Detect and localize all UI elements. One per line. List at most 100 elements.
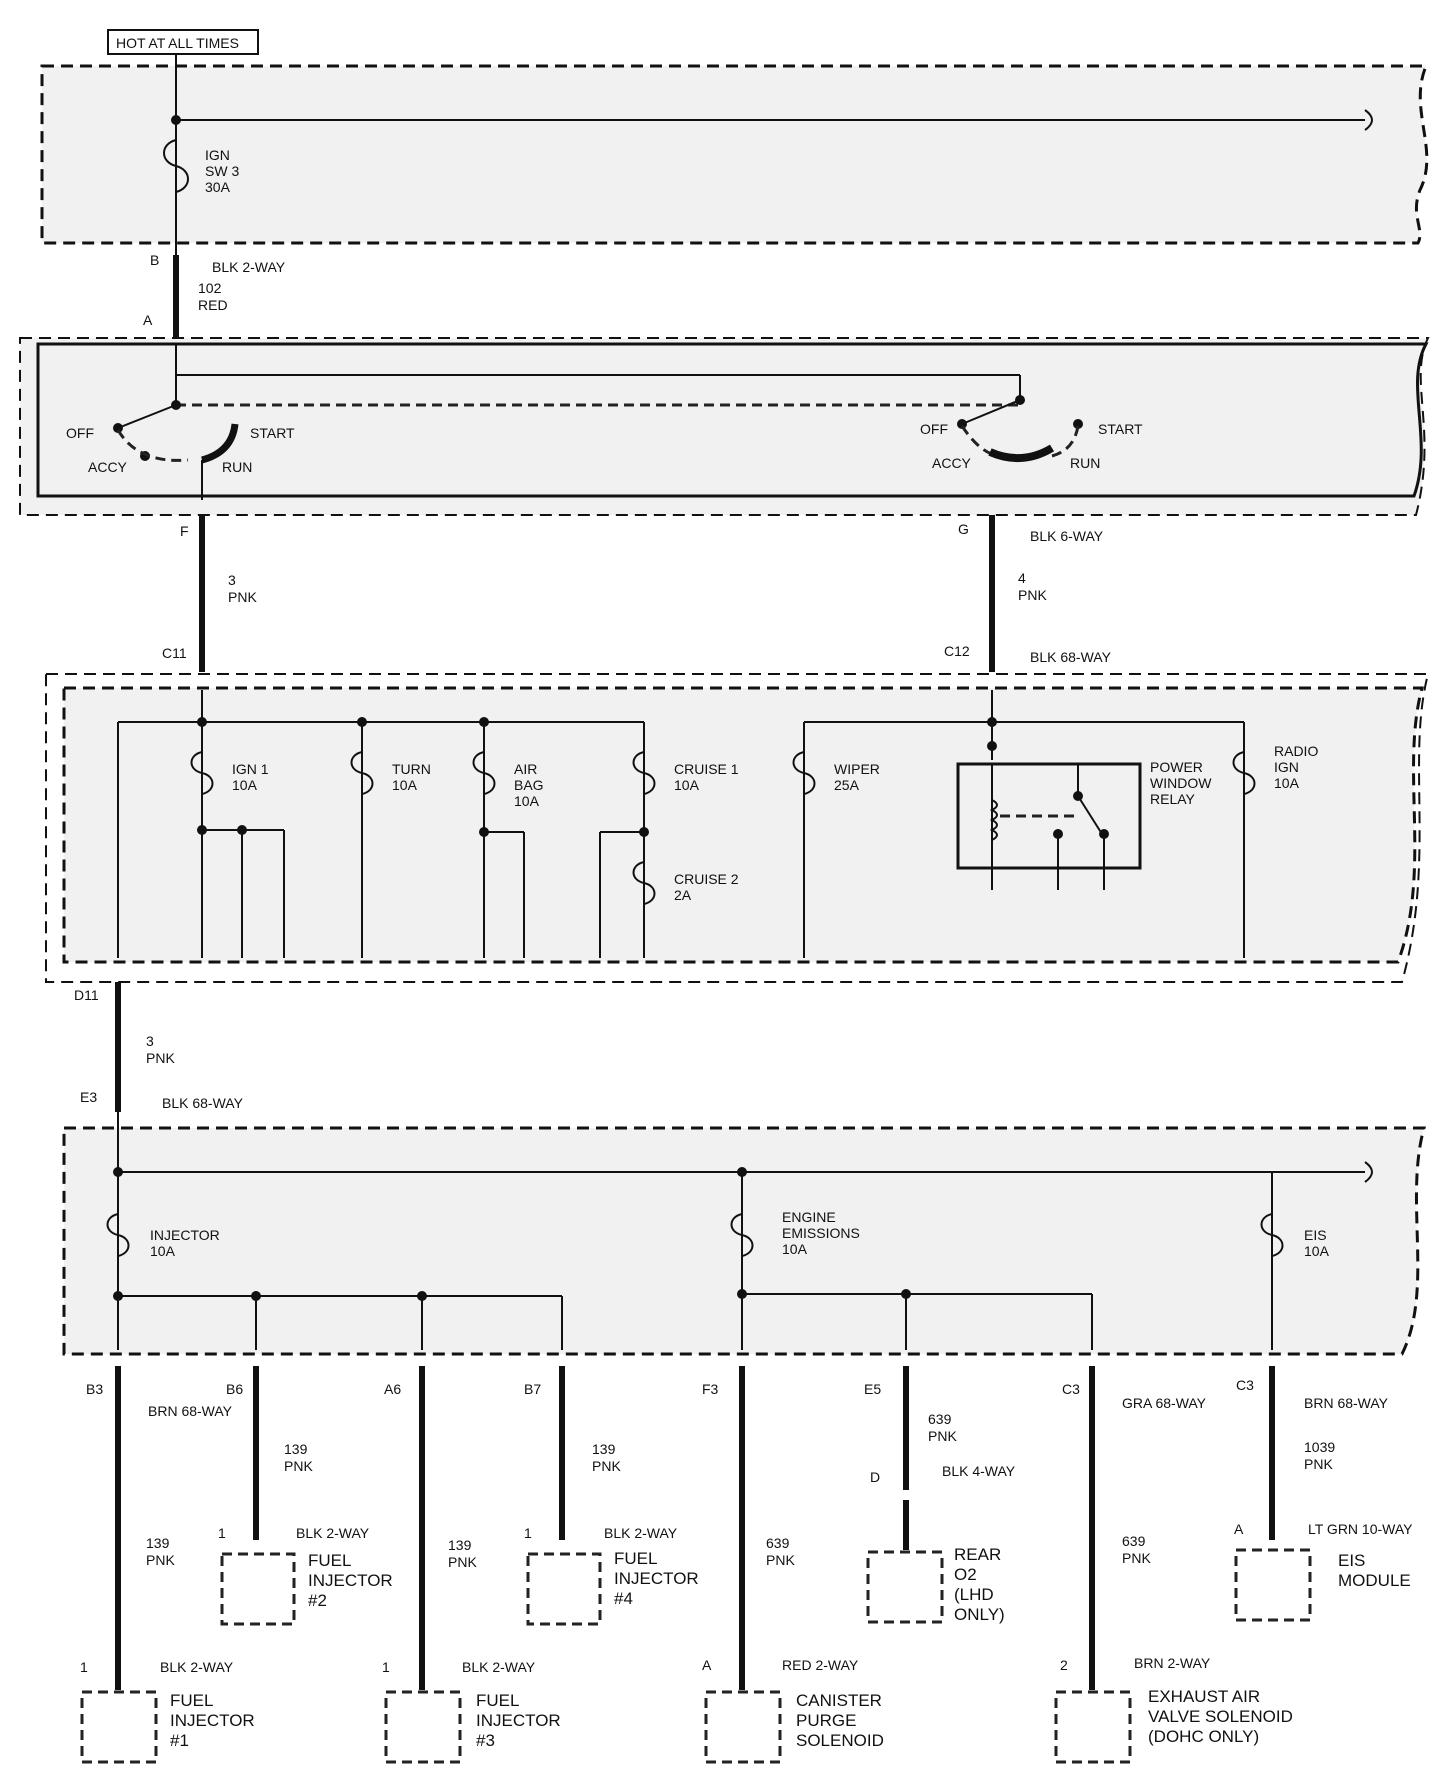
inj1-name-2: INJECTOR <box>170 1711 255 1730</box>
left-switch-start: START <box>250 425 295 441</box>
right-switch-off: OFF <box>920 421 948 437</box>
hot-at-all-times-label: HOT AT ALL TIMES <box>116 35 239 51</box>
right-switch-run: RUN <box>1070 455 1100 471</box>
inj2-conn: BLK 2-WAY <box>296 1525 370 1541</box>
wire-3b-color: PNK <box>146 1050 175 1066</box>
relay-coil-icon <box>989 799 998 841</box>
fuse-airbag-line2: BAG <box>514 777 544 793</box>
left-switch-off: OFF <box>66 425 94 441</box>
wire-139c-color: PNK <box>448 1554 477 1570</box>
fuse-wiper-rating: 25A <box>834 777 860 793</box>
right-switch-accy: ACCY <box>932 455 972 471</box>
fuse-turn-icon <box>350 751 374 795</box>
fuse-eis-name: EIS <box>1304 1227 1327 1243</box>
fuse-cruise2-rating: 2A <box>674 887 692 903</box>
fuse-injector-name: INJECTOR <box>150 1227 220 1243</box>
fuse-emissions-rating: 10A <box>782 1241 808 1257</box>
fuse-cruise2-icon <box>632 861 656 905</box>
wire-3-color: PNK <box>228 589 257 605</box>
wire-1039-color: PNK <box>1304 1456 1333 1472</box>
rearo2-pin: D <box>870 1469 880 1485</box>
conn-b3-label: BRN 68-WAY <box>148 1403 233 1419</box>
conn-g-label: BLK 6-WAY <box>1030 528 1104 544</box>
fuel-injector-1 <box>80 1690 158 1764</box>
wire-639b-number: 639 <box>928 1411 952 1427</box>
fuse-radio-rating: 10A <box>1274 775 1300 791</box>
inj2-name-3: #2 <box>308 1591 327 1610</box>
fuse-ign1-rating: 10A <box>232 777 258 793</box>
eis-name-1: EIS <box>1338 1551 1365 1570</box>
left-switch-run-start <box>200 423 239 464</box>
inj3-pin: 1 <box>382 1659 390 1675</box>
wire-102-color: RED <box>198 297 228 313</box>
eis-module <box>1234 1548 1312 1622</box>
eis-name-2: MODULE <box>1338 1571 1411 1590</box>
inj4-name-3: #4 <box>614 1589 633 1608</box>
fuse-icon <box>163 139 189 193</box>
right-switch-run <box>988 444 1055 463</box>
rear-o2-sensor <box>866 1550 944 1624</box>
dot <box>197 825 207 835</box>
relay-label-3: RELAY <box>1150 791 1196 807</box>
wire-139a-number: 139 <box>146 1535 170 1551</box>
fuse-eis-rating: 10A <box>1304 1243 1330 1259</box>
dot <box>113 423 123 433</box>
fuse-injector-icon <box>106 1213 130 1257</box>
wire-639c-number: 639 <box>1122 1533 1146 1549</box>
pin-e3: E3 <box>80 1089 97 1105</box>
fuse-airbag-icon <box>472 751 496 795</box>
dot <box>479 827 489 837</box>
pin-b6: B6 <box>226 1381 243 1397</box>
inj2-name-1: FUEL <box>308 1551 351 1570</box>
bus-lower-break <box>1364 1161 1373 1183</box>
pin-b3: B3 <box>86 1381 103 1397</box>
ip-fuse-outer <box>45 673 1430 983</box>
rearo2-name-2: O2 <box>954 1565 977 1584</box>
rearo2-name-3: (LHD <box>954 1585 994 1604</box>
conn-c12-label: BLK 68-WAY <box>1030 649 1112 665</box>
fuse-eis-icon <box>1260 1213 1284 1257</box>
inj1-name-1: FUEL <box>170 1691 213 1710</box>
pin-c3-brn: C3 <box>1236 1377 1254 1393</box>
wire-3-number: 3 <box>228 572 236 588</box>
pin-f: F <box>180 523 189 539</box>
underhood-fuse-box-top <box>40 64 1429 245</box>
hot-at-all-times-box <box>107 29 259 55</box>
fuse-ign1-icon <box>190 751 214 795</box>
fuse-cruise2-name: CRUISE 2 <box>674 871 739 887</box>
wire-639a-color: PNK <box>766 1552 795 1568</box>
fuse-injector-rating: 10A <box>150 1243 176 1259</box>
left-switch-arc <box>116 429 189 462</box>
pin-f3: F3 <box>702 1381 719 1397</box>
right-switch-start: START <box>1098 421 1143 437</box>
wire-139a-color: PNK <box>146 1552 175 1568</box>
inj4-pin: 1 <box>524 1525 532 1541</box>
bus-top-break <box>1364 109 1373 131</box>
power-window-relay-box <box>956 762 1142 870</box>
canister-name-2: PURGE <box>796 1711 856 1730</box>
fuse-radio-name: RADIO <box>1274 743 1318 759</box>
fuse-wiper-name: WIPER <box>834 761 880 777</box>
wire-1039-number: 1039 <box>1304 1439 1335 1455</box>
wire-102-number: 102 <box>198 280 222 296</box>
exhaust-conn: BRN 2-WAY <box>1134 1655 1211 1671</box>
group <box>106 1213 1284 1257</box>
fuse-emissions-name: ENGINE <box>782 1209 836 1225</box>
pin-a6: A6 <box>384 1381 401 1397</box>
dot <box>113 1291 123 1301</box>
